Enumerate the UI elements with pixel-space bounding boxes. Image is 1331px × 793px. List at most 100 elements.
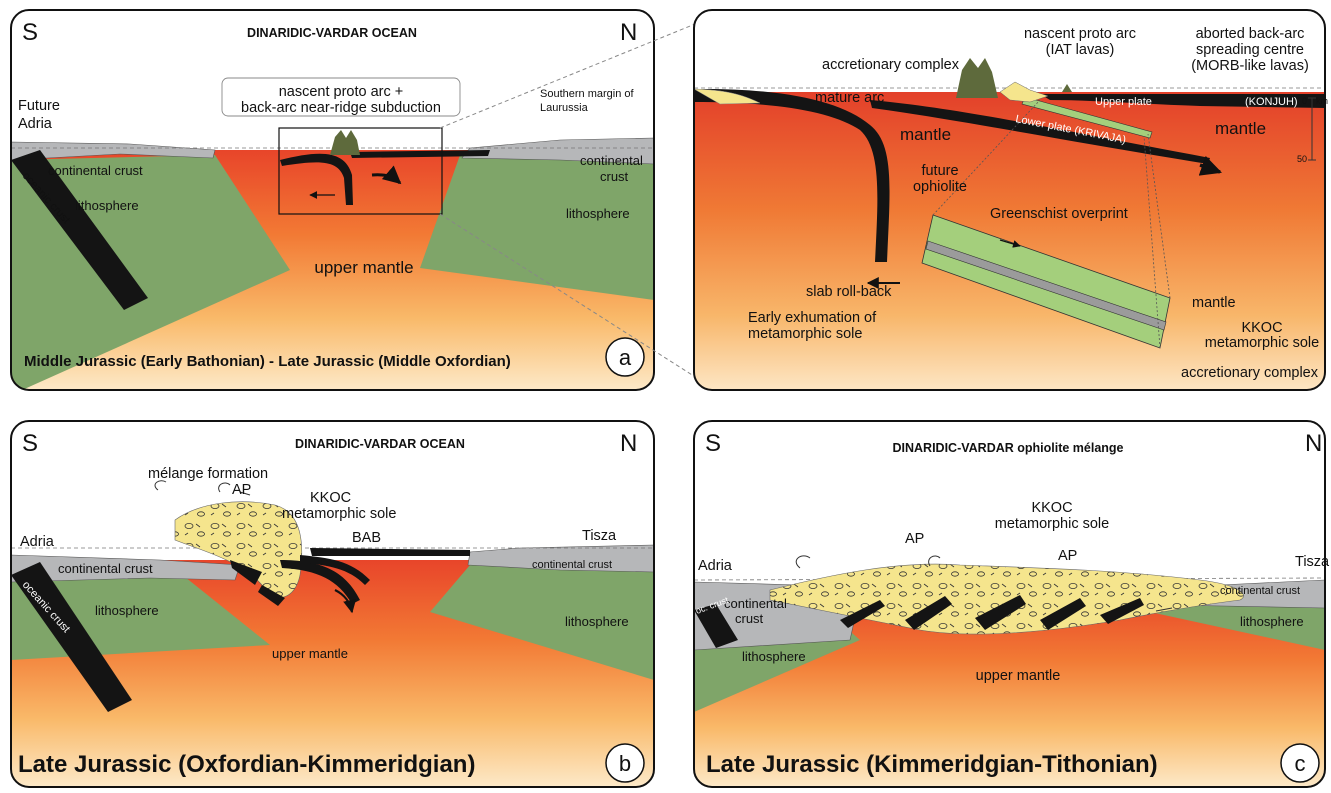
callout-box-a [221,77,461,117]
callout-line2-a: back-arc near-ridge subduction [241,100,441,116]
panel-letter-circle-c [1280,743,1320,783]
panel-frame-b [10,420,655,788]
label-kkoc-c: KKOC [1031,500,1072,516]
label-lithosphere-right-b: lithosphere [565,614,629,629]
proto-slab-a [280,153,353,205]
label-adria-a: Adria [18,116,53,132]
title-c: DINARIDIC-VARDAR ophiolite mélange [892,441,1123,455]
label-meta-sole-c: metamorphic sole [995,516,1109,532]
label-continental-right-2-a: crust [600,169,629,184]
label-north-c: N [1305,430,1322,457]
label-aborted-3: (MORB-like lavas) [1191,58,1309,74]
label-mantle-left-detail: mantle [900,125,951,144]
label-melange-formation: mélange formation [148,466,268,482]
label-tisza-b: Tisza [582,528,617,544]
label-bab: BAB [352,530,381,546]
oceanic-slab-a [11,150,148,310]
label-mantle-sole: mantle [1192,295,1236,311]
zoom-connector-top [439,21,701,129]
label-aborted-2: spreading centre [1196,42,1304,58]
callout-line1-a: nascent proto arc + [279,84,404,100]
era-b: Late Jurassic (Oxfordian-Kimmeridgian) [18,751,475,778]
zoom-connector-bottom [439,213,701,381]
label-south-b: S [22,430,38,457]
label-scale-unit: km [1316,96,1328,106]
upper-plate-a [350,150,490,158]
label-ap-right-c: AP [1058,548,1077,564]
panel-frame-detail [693,9,1326,391]
label-scale-zero: 0 [1302,96,1307,106]
panel-letter-circle-b [605,743,645,783]
label-future-2: ophiolite [913,179,967,195]
melange-body-c [769,563,1244,635]
label-upper-mantle-c: upper mantle [976,668,1061,684]
label-slab-rollback: slab roll-back [806,284,892,300]
detail-mature-arc [956,58,998,98]
label-mantle-right-detail: mantle [1215,119,1266,138]
bab-plate [310,548,470,556]
era-a: Middle Jurassic (Early Bathonian) - Late… [24,353,511,370]
panel-a: S N DINARIDIC-VARDAR OCEAN Future Adria … [10,9,655,391]
label-nascent-2: (IAT lavas) [1046,42,1115,58]
label-aborted-1: aborted back-arc [1196,26,1305,42]
label-continental-1-c: continental [724,596,787,611]
label-lithosphere-left-c: lithosphere [742,649,806,664]
panel-letter-b: b [619,751,631,776]
label-southern-margin-2: Laurussia [540,102,589,114]
proto-arc-a [330,130,360,155]
label-continental-crust-right-c: continental crust [1220,585,1300,597]
panel-letter-c: c [1295,751,1306,776]
label-meta-sole-b: metamorphic sole [282,506,396,522]
label-lithosphere-left-b: lithosphere [95,603,159,618]
zoom-box-a [278,127,443,215]
label-future: Future [18,98,60,114]
label-accretionary-complex-bottom: accretionary complex [1181,365,1319,381]
label-exhumation-1: Early exhumation of [748,310,877,326]
continental-crust-right-b [467,544,654,573]
label-upper-plate: Upper plate [1095,96,1152,108]
melange-body-b [174,501,303,598]
label-kkoc-detail: KKOC [1241,320,1282,336]
label-lithosphere-right-a: lithosphere [566,206,630,221]
lithosphere-right [420,155,654,300]
oceanic-slab-b [11,562,132,712]
label-mature-arc: mature arc [815,90,884,106]
label-greenschist: Greenschist overprint [990,206,1128,222]
label-adria-b: Adria [20,534,55,550]
continental-crust-right [461,137,654,165]
panel-frame-a [10,9,655,391]
label-continental-2-c: crust [735,611,764,626]
label-accretionary-complex-top: accretionary complex [822,57,960,73]
label-continental-crust-left-b: continental crust [58,561,153,576]
panel-detail: accretionary complex mature arc nascent … [693,9,1328,391]
label-adria-c: Adria [698,558,733,574]
label-meta-sole-detail: metamorphic sole [1205,335,1319,351]
label-kkoc-b: KKOC [310,490,351,506]
title-b: DINARIDIC-VARDAR OCEAN [295,437,465,451]
label-exhumation-2: metamorphic sole [748,326,862,342]
panel-letter-a: a [619,345,632,370]
panel-letter-circle-a [605,337,645,377]
label-continental-right-1-a: continental [580,153,643,168]
label-southern-margin-1: Southern margin of [540,88,634,100]
label-south-c: S [705,430,721,457]
continental-crust-left-b [11,554,241,583]
label-north-b: N [620,430,637,457]
label-lithosphere-left-a: lithosphere [75,198,139,213]
detail-lower-plate [870,100,1210,164]
label-future-1: future [921,163,958,179]
title-a: DINARIDIC-VARDAR OCEAN [247,26,417,40]
panel-b: S N DINARIDIC-VARDAR OCEAN mélange forma… [10,420,655,788]
label-upper-mantle-a: upper mantle [314,258,413,277]
label-continental-crust-left-a: continental crust [48,163,143,178]
continental-crust-left [11,141,216,161]
label-north-a: N [620,19,637,46]
lithosphere-right-c [1150,603,1325,650]
label-ap-b: AP [232,482,251,498]
detail-upper-plate [1040,94,1325,108]
label-scale-fifty: 50 [1297,154,1307,164]
label-nascent-1: nascent proto arc [1024,26,1136,42]
label-konjuh: (KONJUH) [1245,96,1298,108]
